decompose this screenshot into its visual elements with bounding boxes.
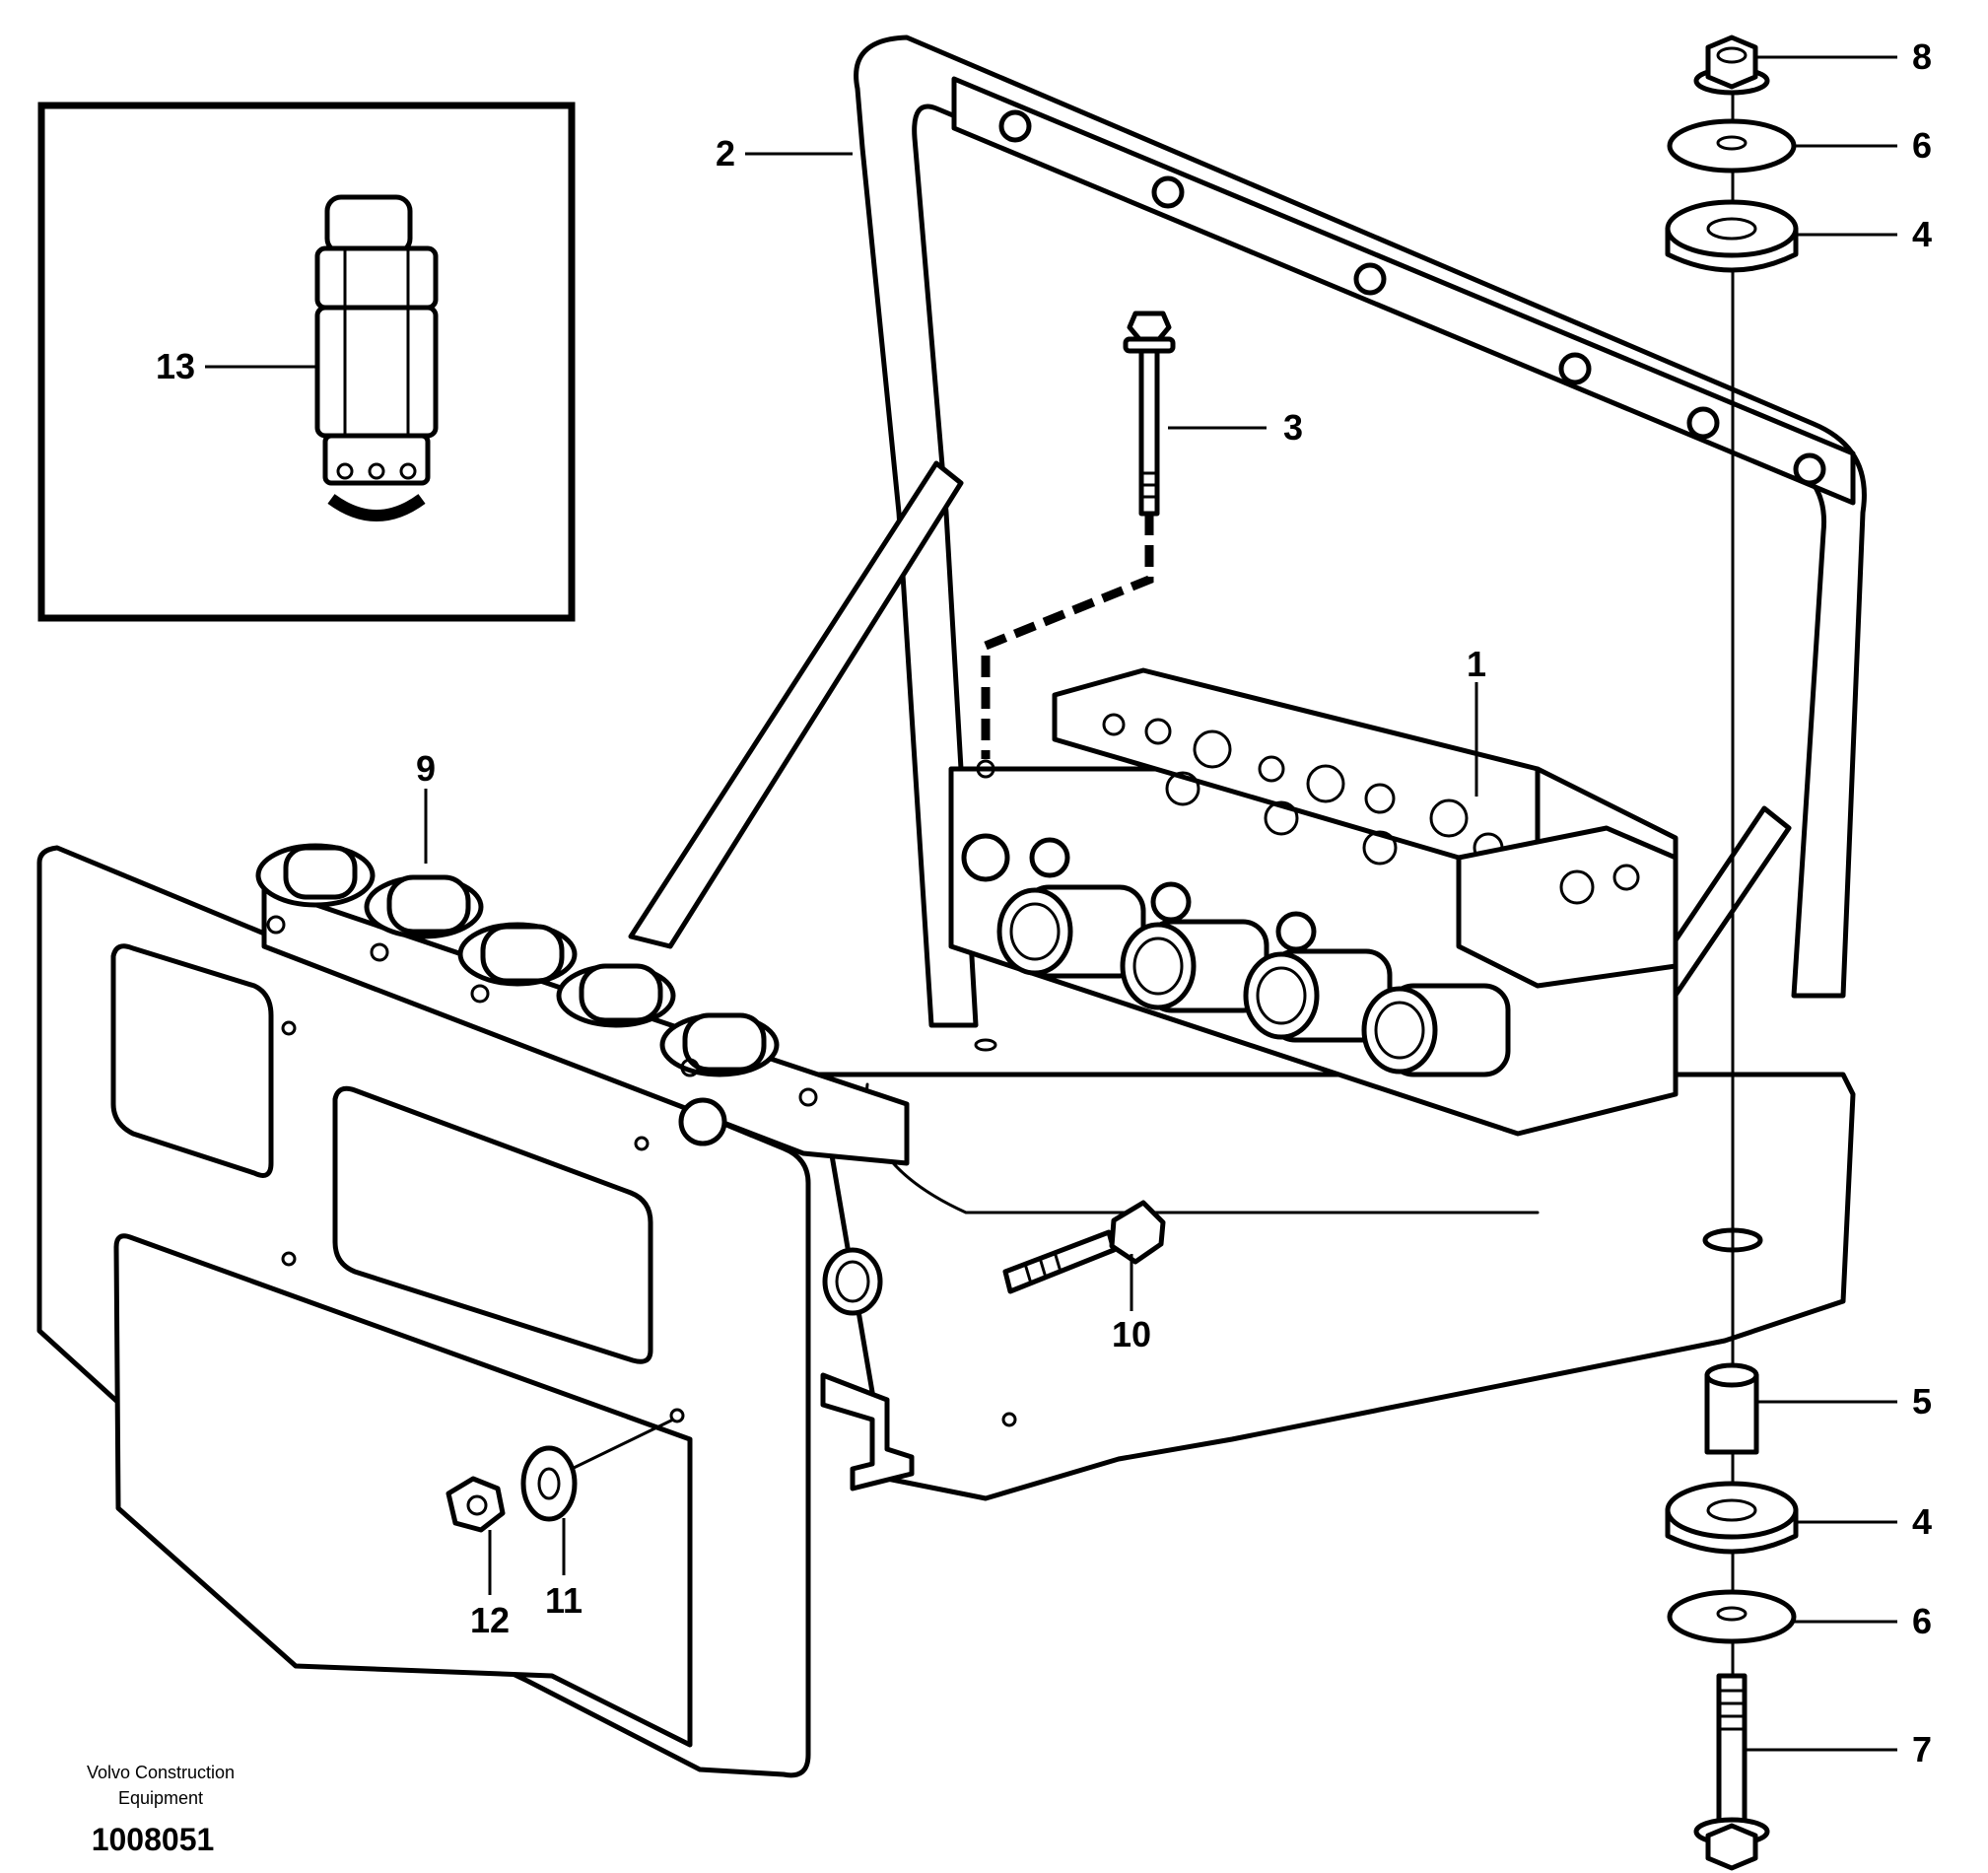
callout-12: 12	[470, 1600, 510, 1640]
callout-7: 7	[1912, 1729, 1932, 1769]
hex-bolt	[1002, 1200, 1166, 1294]
callout-2: 2	[716, 133, 735, 173]
control-valve-block	[948, 667, 1679, 1137]
solenoid-cap	[364, 874, 484, 939]
callout-6-top: 6	[1912, 125, 1932, 166]
flange-bolt	[1693, 1673, 1770, 1871]
leader-lines	[205, 55, 1897, 1752]
callout-4-bottom: 4	[1912, 1501, 1932, 1542]
base-plate	[815, 1072, 1856, 1501]
footer: Volvo Construction Equipment 1008051	[87, 1763, 235, 1857]
bracket-tab	[820, 1372, 915, 1491]
rubber-cushion-bottom	[1665, 1481, 1799, 1555]
document-number: 1008051	[92, 1822, 215, 1857]
flange-nut	[1693, 35, 1770, 96]
callout-10: 10	[1112, 1314, 1151, 1354]
callout-8: 8	[1912, 36, 1932, 77]
callout-labels: 1 2 3 8 6 4 5 4 6 7 9 10 11 12 13	[156, 36, 1932, 1769]
solenoid-coils	[996, 837, 1511, 1077]
company-name-line2: Equipment	[118, 1788, 203, 1808]
solenoid-coil	[996, 837, 1146, 979]
top-solenoid-caps	[255, 843, 910, 1166]
mounting-bar	[951, 76, 1856, 506]
callout-4-top: 4	[1912, 214, 1932, 254]
callout-3: 3	[1283, 407, 1303, 448]
solenoid-cap	[556, 963, 676, 1028]
flat-washer-bottom	[1667, 1589, 1797, 1644]
callout-13: 13	[156, 346, 195, 386]
spacer-sleeve	[1704, 1362, 1759, 1455]
solenoid-coil	[1361, 983, 1511, 1077]
callout-1: 1	[1467, 644, 1486, 684]
callout-11: 11	[545, 1580, 583, 1621]
callout-9: 9	[416, 748, 436, 789]
callout-5: 5	[1912, 1381, 1932, 1422]
inset-detail-box	[37, 102, 576, 622]
solenoid-coil	[1120, 881, 1269, 1013]
washer-axis-line	[571, 1418, 674, 1471]
solenoid-coil	[1243, 911, 1393, 1043]
solenoid-cap	[659, 1012, 780, 1077]
bolt-long	[981, 311, 1176, 759]
washer-small	[520, 1445, 578, 1522]
hex-nut-small	[446, 1476, 506, 1533]
solenoid-cap	[457, 922, 578, 987]
flat-washer-top	[1667, 118, 1797, 173]
rubber-cushion-top	[1665, 199, 1799, 273]
company-name-line1: Volvo Construction	[87, 1763, 235, 1782]
relief-valve-cartridge	[314, 194, 439, 521]
solenoid-cap	[255, 843, 376, 908]
callout-6-bottom: 6	[1912, 1601, 1932, 1641]
